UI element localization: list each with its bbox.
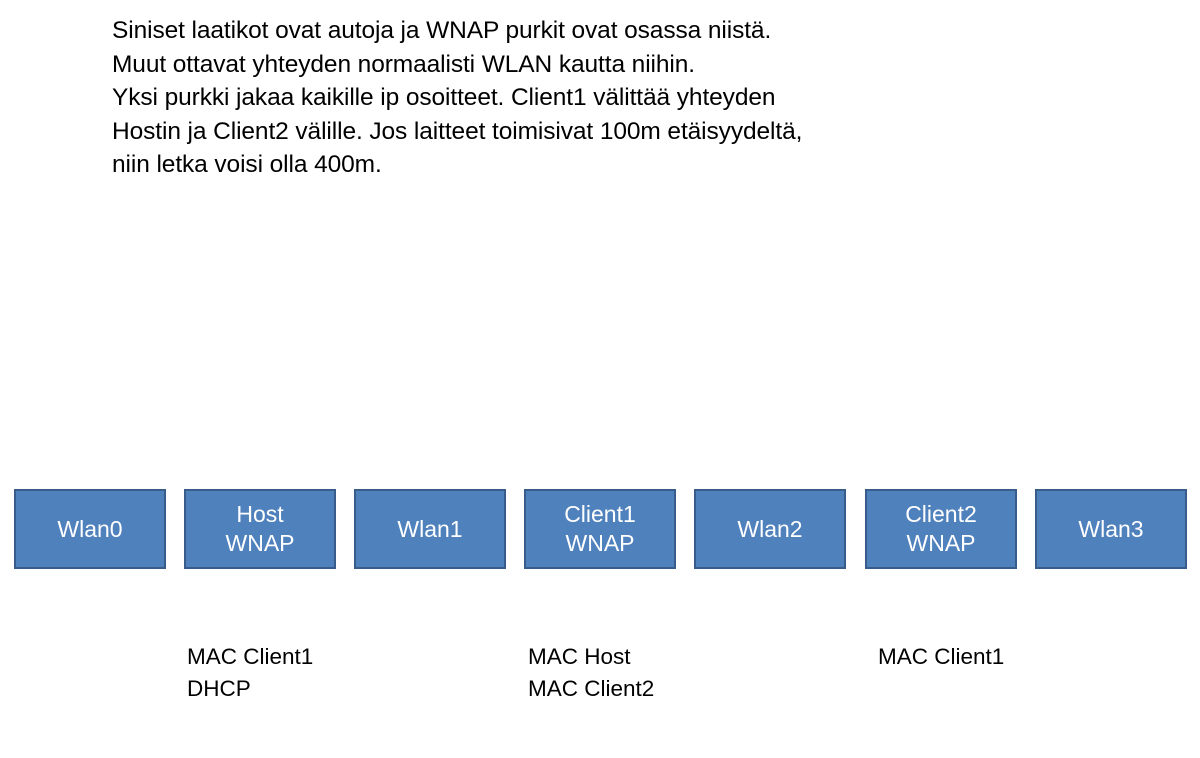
node-box-host-wnap[interactable]: Host WNAP (184, 489, 336, 569)
caption-group-host: MAC Client1 DHCP (187, 641, 313, 705)
node-box-label: Wlan2 (737, 515, 803, 542)
caption-group-client1: MAC Host MAC Client2 (528, 641, 654, 705)
caption-line: MAC Host (528, 644, 631, 669)
caption-group-client2: MAC Client1 (878, 641, 1004, 673)
node-box-wlan3[interactable]: Wlan3 (1035, 489, 1187, 569)
node-box-label-secondary: WNAP (225, 530, 295, 556)
node-box-wlan2[interactable]: Wlan2 (694, 489, 846, 569)
node-box-label-secondary: WNAP (565, 530, 635, 556)
caption-line: DHCP (187, 676, 251, 701)
node-box-label: Wlan0 (57, 515, 123, 542)
node-box-label-primary: Client2 (905, 501, 977, 527)
node-box-wlan1[interactable]: Wlan1 (354, 489, 506, 569)
description-line-3: Yksi purkki jakaa kaikille ip osoitteet.… (112, 84, 776, 111)
caption-line: MAC Client2 (528, 676, 655, 701)
node-box-label-primary: Client1 (564, 501, 636, 527)
caption-line: MAC Client1 (878, 644, 1005, 669)
node-box-row: Wlan0 Host WNAP Wlan1 Client1 WNAP Wlan2… (0, 489, 1200, 569)
node-box-label: Wlan1 (397, 515, 463, 542)
node-box-client1-wnap[interactable]: Client1 WNAP (524, 489, 676, 569)
node-box-label-secondary: WNAP (906, 530, 976, 556)
node-box-label: Wlan3 (1078, 515, 1144, 542)
caption-line: MAC Client1 (187, 644, 314, 669)
node-box-client2-wnap[interactable]: Client2 WNAP (865, 489, 1017, 569)
description-line-4: Hostin ja Client2 välille. Jos laitteet … (112, 117, 803, 145)
description-line-1: Siniset laatikot ovat autoja ja WNAP pur… (112, 17, 772, 44)
description-paragraph: Siniset laatikot ovat autoja ja WNAP pur… (112, 14, 1112, 182)
node-box-label-primary: Host (236, 501, 284, 527)
node-box-wlan0[interactable]: Wlan0 (14, 489, 166, 569)
description-line-2: Muut ottavat yhteyden normaalisti WLAN k… (112, 50, 695, 78)
description-line-5: niin letka voisi olla 400m. (112, 151, 382, 178)
